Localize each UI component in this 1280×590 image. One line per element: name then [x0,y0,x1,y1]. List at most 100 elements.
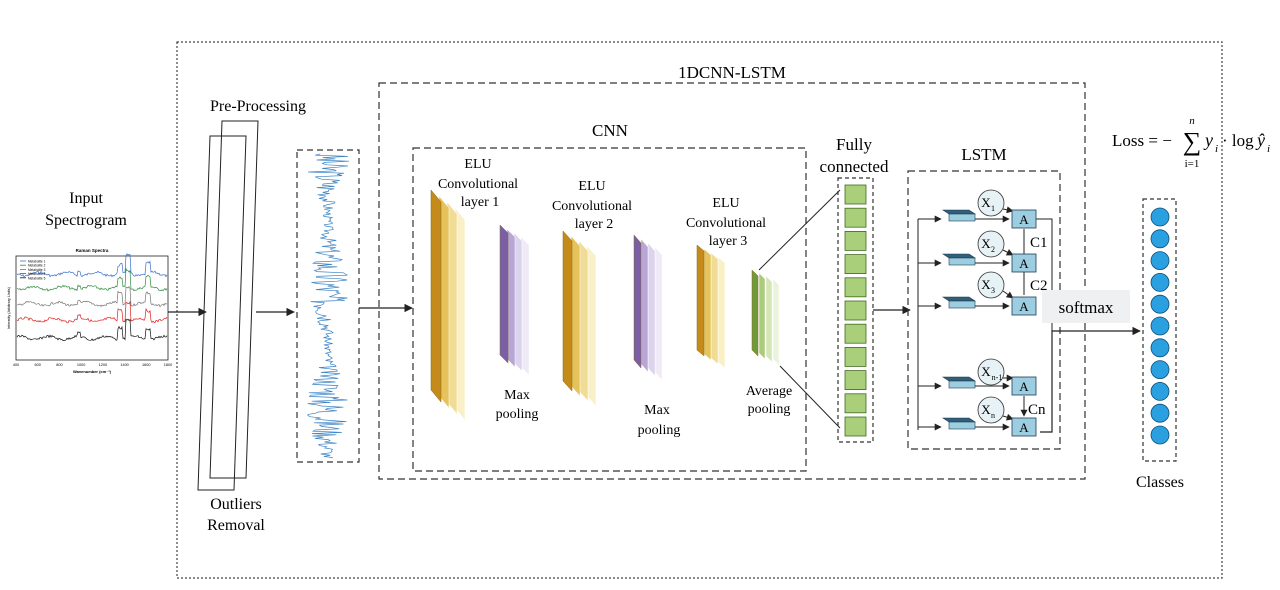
lstm-node-to-cell-arrow [1002,206,1014,214]
inset-ylabel: Intensity (Arbitrary Units) [7,286,11,329]
avgpool-label-2: pooling [748,402,791,417]
lstm-input-slab [948,257,976,266]
fc-cell [844,230,867,251]
conv2-feature-maps-slice [570,235,581,397]
processed-signal-trace [307,153,350,458]
lstm-input-node [977,230,1005,258]
inset-series-line [16,285,168,308]
class-node [1150,360,1170,380]
lstm-input-node-subscript: 2 [991,245,995,254]
lstm-cell [1011,417,1037,437]
inset-xtick-label: 800 [56,363,62,367]
cnn-box [412,147,807,472]
conv2-label-2: layer 2 [575,217,613,232]
lstm-cell-label: A [1019,256,1029,271]
fc-cell [844,277,867,298]
elu-label-2: ELU [578,179,605,194]
connector-avgpool-fc-bottom [779,365,841,429]
loss-yhat: ŷ [1255,130,1265,150]
fc-cell [844,346,867,367]
inset-legend-label: Metabolite 3 [28,268,46,272]
lstm-cell [1011,209,1037,229]
model-label: 1DCNN-LSTM [678,63,786,82]
lstm-input-node-subscript: n [991,411,995,420]
fc-label-1: Fully [836,135,872,154]
outliers-label-1: Outliers [210,496,262,513]
fc-cell [844,393,867,414]
inset-xtick-label: 1600 [142,363,150,367]
lstm-node-to-cell-arrow [1002,413,1014,421]
classes-box [1142,198,1177,462]
class-node [1150,381,1170,401]
lstm-cell-label: A [1019,379,1029,394]
lstm-input-node-label: X [981,195,991,210]
sum-symbol: ∑ [1183,127,1202,156]
conv3-feature-maps-slice [696,244,705,357]
loss-formula: Loss = − n ∑ i=1 y i · log ŷ i [1112,115,1270,170]
conv3-label-2: layer 3 [709,234,747,249]
fc-cells [844,184,867,437]
class-node [1150,403,1170,423]
avgpool-feature-maps-slice [758,272,766,360]
inset-legend-label: Metabolite 1 [28,260,46,264]
inset-xlabel: Wavenumber (cm⁻¹) [73,369,112,374]
lstm-cell-state-label: Cn [1028,402,1046,418]
conv1-feature-maps [430,189,466,421]
class-node [1150,338,1170,358]
lstm-input-slab-top [942,296,976,302]
softmax-label: softmax [1059,298,1114,317]
softmax-box [1042,290,1130,323]
loss-sub-i-1: i [1215,143,1218,155]
processed-signal-box [296,149,360,463]
lstm-input-node [977,271,1005,299]
inset-series-group [16,253,168,342]
input-label-1: Input [69,190,103,207]
lstm-cell-label: A [1019,299,1029,314]
conv3-feature-maps-slice [710,252,719,365]
elu-label-3: ELU [712,196,739,211]
lstm-cell-state-label: C1 [1030,235,1048,251]
fc-cell [844,254,867,275]
inset-xtick-label: 1000 [77,363,85,367]
lstm-cell [1011,296,1037,316]
fc-box [837,177,874,443]
class-node [1150,425,1170,445]
lstm-input-slab-top [942,253,976,259]
fc-cell [844,370,867,391]
fc-cell [844,416,867,437]
loss-log: · log [1222,131,1254,150]
maxpool2-feature-maps-slice [640,238,649,373]
feature-map-stacks [430,189,780,421]
inset-xtick-label: 1400 [120,363,128,367]
maxpool2-feature-maps [633,234,663,381]
class-node [1150,294,1170,314]
outliers-label-2: Removal [207,517,265,534]
class-nodes [1150,207,1170,445]
inset-series-line [16,300,168,324]
model-box [378,82,1086,480]
inset-title: Raman Spectra [76,248,109,253]
class-node [1150,251,1170,271]
lstm-input-node-label: X [981,277,991,292]
inset-xtick-label: 400 [13,363,19,367]
avgpool-feature-maps-slice [772,278,780,366]
inset-legend-label: Metabolite 5 [28,276,46,280]
conv2-feature-maps-slice [562,230,573,392]
lstm-input-slab [948,213,976,222]
lstm-input-node-label: X [981,402,991,417]
maxpool1-feature-maps-slice [499,224,509,364]
conv3-feature-maps [696,244,726,369]
input-label-2: Spectrogram [45,212,127,229]
class-node [1150,207,1170,227]
maxpool2-feature-maps-slice [633,234,642,369]
lstm-input-node-label: X [981,364,991,379]
inset-xtick-label: 600 [35,363,41,367]
inset-series-line [16,253,168,278]
maxpool2-feature-maps-slice [647,242,656,377]
lstm-input-node-label: X [981,236,991,251]
inset-plot-area [15,255,169,361]
classes-label: Classes [1136,474,1184,491]
avgpool-label-1: Average [746,384,792,399]
